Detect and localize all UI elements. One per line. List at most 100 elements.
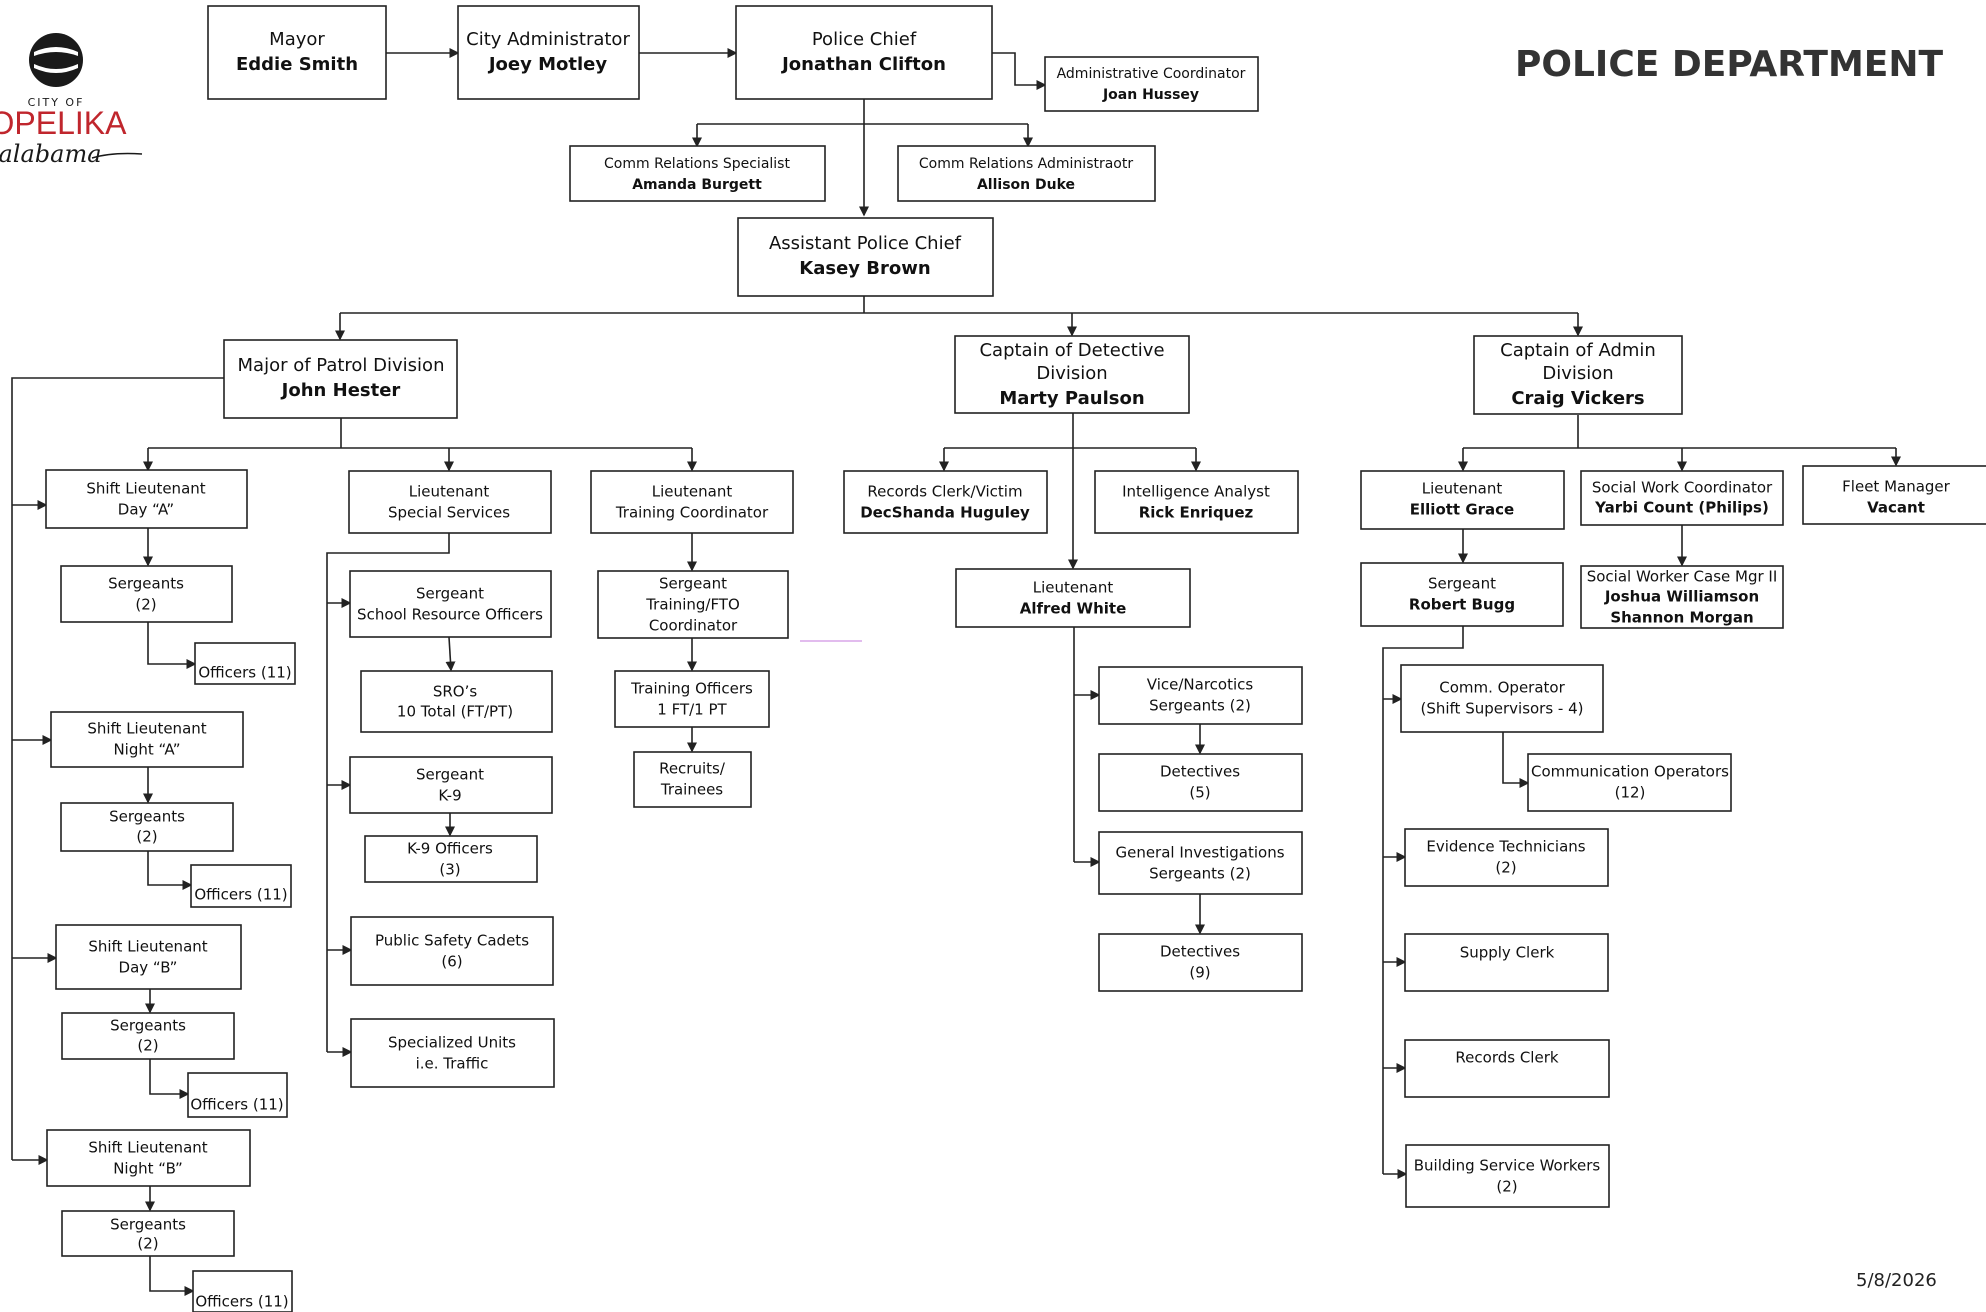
node-label: Comm. Operator <box>1439 679 1565 697</box>
node-box <box>55 924 242 990</box>
node-captain-detective-division: Captain of Detective Division Marty Paul… <box>954 335 1190 414</box>
node-fleet-manager: Fleet Manager Vacant <box>1802 465 1986 525</box>
node-supply-clerk: Supply Clerk <box>1404 933 1609 992</box>
node-public-safety-cadets: Public Safety Cadets (6) <box>350 916 554 986</box>
node-box <box>349 756 553 814</box>
node-label: Detectives <box>1160 943 1240 961</box>
node-box <box>45 469 248 529</box>
connector-arrow <box>1502 732 1530 788</box>
node-label: John Hester <box>280 380 401 401</box>
node-label: Police Chief <box>812 29 917 50</box>
node-label: Building Service Workers <box>1414 1157 1601 1175</box>
node-box <box>60 565 233 623</box>
node-label: Allison Duke <box>977 177 1075 193</box>
logo-wave <box>34 64 78 73</box>
chart-date: 5/8/2026 <box>1856 1270 1937 1291</box>
node-label: Recruits/ <box>659 760 726 778</box>
node-box <box>1580 565 1784 629</box>
node-label: Detectives <box>1160 763 1240 781</box>
node-label: Evidence Technicians <box>1426 838 1585 856</box>
node-label: Records Clerk <box>1455 1049 1558 1067</box>
connector-line <box>326 533 450 1052</box>
connector-arrow <box>445 636 456 672</box>
node-label: Vice/Narcotics <box>1147 676 1254 694</box>
node-box <box>1360 562 1564 627</box>
node-label: K-9 <box>438 787 461 805</box>
node-box <box>223 339 458 419</box>
node-label: (2) <box>137 1235 158 1253</box>
node-box <box>457 5 640 100</box>
node-label: Special Services <box>388 504 510 522</box>
node-label: DecShanda Huguley <box>860 504 1030 522</box>
node-assistant-police-chief: Assistant Police Chief Kasey Brown <box>737 217 994 297</box>
node-label: Sergeants (2) <box>1149 697 1251 715</box>
node-label: Alfred White <box>1020 600 1127 618</box>
node-label: Day “A” <box>118 501 174 519</box>
node-label: Lieutenant <box>652 483 733 501</box>
node-label: Comm Relations Administraotr <box>919 156 1133 172</box>
node-box <box>590 470 794 534</box>
node-label: Joshua Williamson <box>1604 588 1759 606</box>
node-box <box>348 470 552 534</box>
node-box <box>1404 828 1609 887</box>
node-box <box>61 1012 235 1060</box>
node-label: Jonathan Clifton <box>780 54 946 75</box>
node-box <box>1098 753 1303 812</box>
node-box <box>1094 470 1299 534</box>
node-label: K-9 Officers <box>407 840 493 858</box>
node-label: 1 FT/1 PT <box>657 701 727 719</box>
node-box <box>364 835 538 883</box>
node-label: Shift Lieutenant <box>86 480 205 498</box>
node-label: Training/FTO <box>645 596 740 614</box>
node-label: 10 Total (FT/PT) <box>397 703 513 721</box>
vacant-status: Vacant <box>1867 499 1925 517</box>
node-label: (5) <box>1189 784 1210 802</box>
node-label: Training Coordinator <box>615 504 769 522</box>
node-officers-night-a: Officers (11) <box>190 864 292 908</box>
node-label: Social Work Coordinator <box>1592 479 1773 497</box>
node-box <box>569 145 826 202</box>
node-label: Craig Vickers <box>1511 388 1644 409</box>
node-label: Division <box>1542 363 1613 384</box>
node-box <box>1400 664 1604 733</box>
node-label: Day “B” <box>119 959 178 977</box>
node-label: Shannon Morgan <box>1610 609 1753 627</box>
node-label: Mayor <box>269 29 325 50</box>
node-box <box>1580 470 1784 526</box>
node-records-clerk: Records Clerk <box>1404 1039 1610 1098</box>
node-box <box>194 642 296 685</box>
node-label: SRO’s <box>433 683 478 701</box>
node-label: Rick Enriquez <box>1139 504 1254 522</box>
node-building-service-workers: Building Service Workers (2) <box>1405 1144 1610 1208</box>
node-label: (9) <box>1189 964 1210 982</box>
node-box <box>50 711 244 768</box>
node-label: Comm Relations Specialist <box>604 156 790 172</box>
node-box <box>633 751 752 808</box>
node-sergeant-k9: Sergeant K-9 <box>349 756 553 814</box>
node-box <box>187 1072 288 1118</box>
node-officers-day-a: Officers (11) <box>194 642 296 685</box>
node-detectives-9: Detectives (9) <box>1098 933 1303 992</box>
node-label: Fleet Manager <box>1842 478 1950 496</box>
node-label: Major of Patrol Division <box>238 355 445 376</box>
node-label: (3) <box>439 861 460 879</box>
node-sergeants-night-b: Sergeants (2) <box>61 1210 235 1257</box>
node-label: Officers (11) <box>190 1096 283 1114</box>
node-box <box>735 5 993 100</box>
node-label: Officers (11) <box>195 1293 288 1311</box>
node-label: (2) <box>136 828 157 846</box>
node-label: Captain of Admin <box>1500 340 1656 361</box>
node-sergeants-night-a: Sergeants (2) <box>60 802 234 852</box>
node-major-patrol-division: Major of Patrol Division John Hester <box>223 339 458 419</box>
node-officers-night-b: Officers (11) <box>192 1270 293 1312</box>
node-city-administrator: City Administrator Joey Motley <box>457 5 640 100</box>
node-label: Sergeant <box>659 575 727 593</box>
connector-arrow <box>149 1059 190 1099</box>
logo-emblem <box>29 33 83 87</box>
node-recruits-trainees: Recruits/ Trainees <box>633 751 752 808</box>
node-box <box>192 1270 293 1312</box>
node-shift-lieutenant-day-a: Shift Lieutenant Day “A” <box>45 469 248 529</box>
node-label: Elliott Grace <box>1410 501 1514 519</box>
node-label: Supply Clerk <box>1460 944 1555 962</box>
